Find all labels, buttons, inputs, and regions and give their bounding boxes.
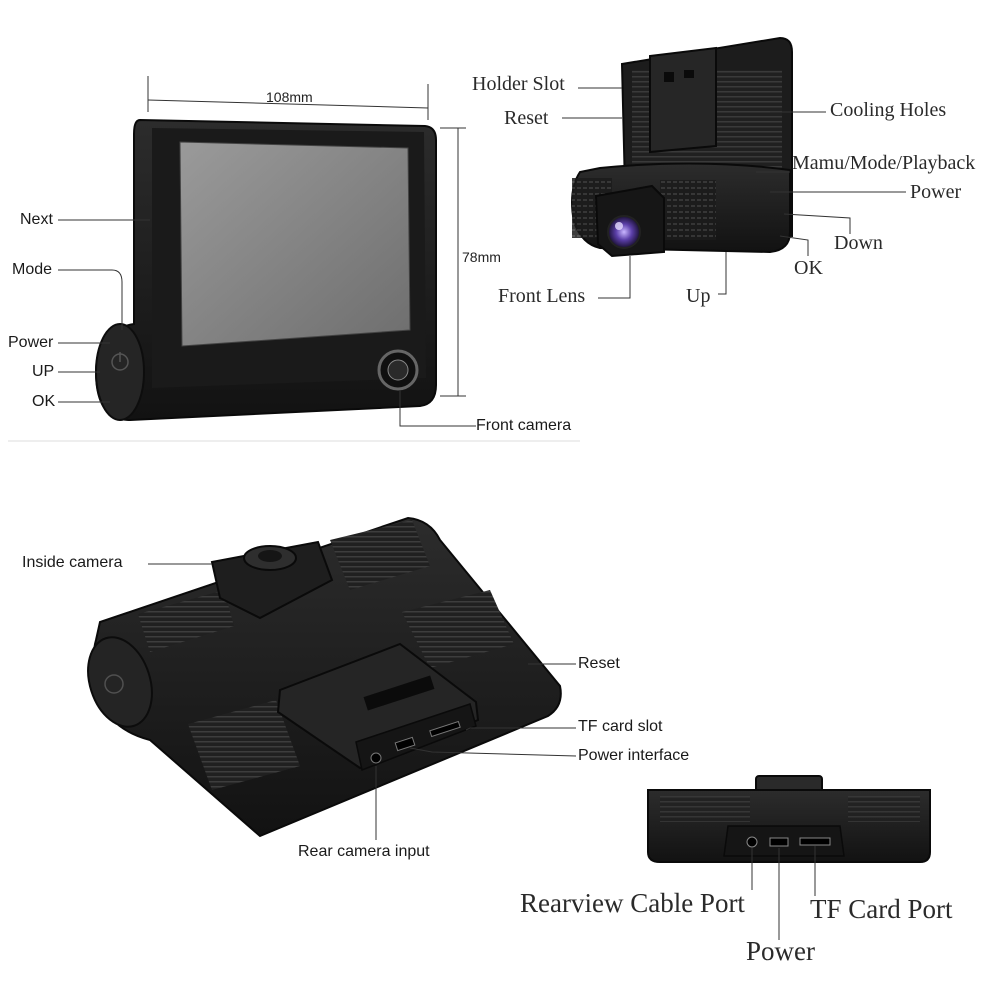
label-menu-mode-playback: Mamu/Mode/Playback [792, 152, 976, 174]
label-cooling-holes: Cooling Holes [830, 99, 947, 121]
label-up-back: Up [686, 285, 711, 307]
label-rear-camera-input: Rear camera input [298, 843, 430, 860]
label-rearview-cable-port: Rearview Cable Port [520, 888, 745, 918]
label-front-lens: Front Lens [498, 285, 586, 307]
label-inside-camera: Inside camera [22, 554, 123, 571]
label-ok: OK [32, 393, 56, 410]
label-power-back: Power [910, 181, 962, 203]
label-next: Next [20, 211, 53, 228]
label-power: Power [8, 334, 54, 351]
label-tf-card-slot: TF card slot [578, 718, 663, 735]
label-holder-slot: Holder Slot [472, 73, 565, 95]
label-reset: Reset [504, 107, 549, 129]
width-dimension-label: 108mm [266, 89, 313, 105]
label-mode: Mode [12, 261, 53, 278]
label-down: Down [834, 232, 883, 254]
label-ok-back: OK [794, 257, 823, 279]
label-reset-top: Reset [578, 655, 620, 672]
label-up: UP [32, 363, 55, 380]
height-dimension-label: 78mm [462, 249, 501, 265]
label-front-camera: Front camera [476, 417, 572, 434]
label-power-port: Power [746, 936, 815, 966]
label-power-interface: Power interface [578, 747, 690, 764]
label-tf-card-port: TF Card Port [810, 894, 953, 924]
